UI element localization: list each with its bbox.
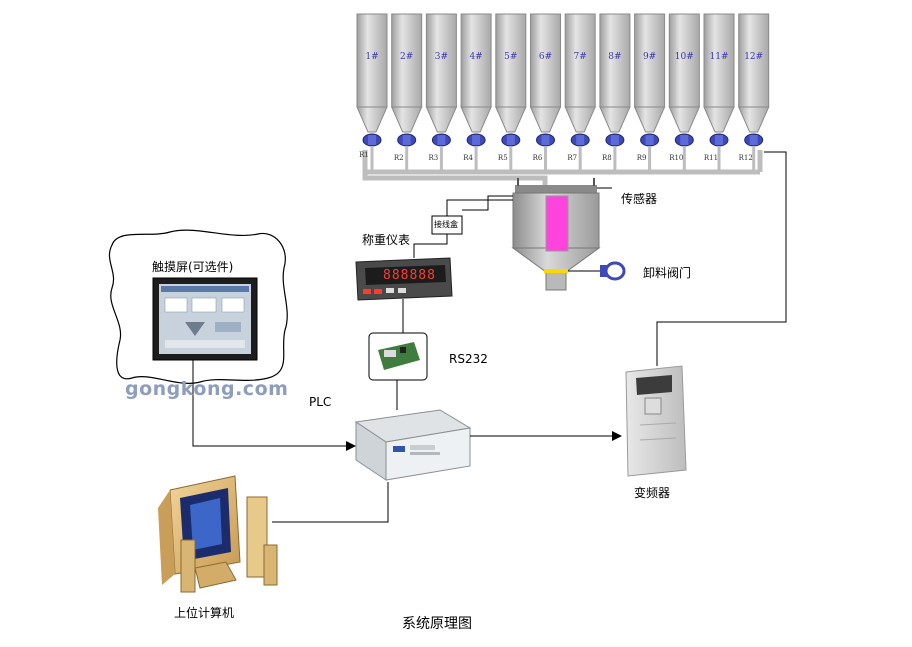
silo-12 [737, 13, 770, 147]
silo-label: 1# [365, 52, 379, 62]
inverter-label: 变频器 [634, 486, 671, 500]
silo-10 [668, 13, 701, 147]
sensor-label: 传感器 [621, 192, 658, 206]
silo-2 [390, 13, 423, 147]
touchscreen-device [152, 277, 258, 361]
inverter-cable [656, 151, 787, 366]
silo-8 [599, 13, 631, 147]
touchscreen-label: 触摸屏(可选件) [152, 260, 234, 274]
valve-label: R2 [393, 154, 404, 162]
diagram-caption: 系统原理图 [402, 616, 472, 632]
silo-label: 7# [573, 52, 587, 62]
host-computer [158, 475, 278, 593]
valve-label: R7 [567, 154, 578, 162]
valve-label: R4 [463, 154, 473, 162]
silo-label: 2# [400, 52, 414, 62]
silo-4 [460, 13, 492, 147]
silo-5 [495, 13, 527, 147]
discharge-valve [568, 261, 626, 281]
silo-label: 11# [709, 52, 729, 62]
silo-label: 12# [744, 52, 764, 62]
silo-11 [703, 13, 735, 147]
hopper-fill-indicator [545, 195, 569, 252]
plc-to-inverter-arrow [470, 431, 622, 441]
silo-3 [425, 13, 458, 147]
collection-pipe [362, 150, 763, 188]
silo-7 [564, 13, 596, 147]
plc-unit [354, 409, 472, 481]
silo-label: 5# [504, 52, 518, 62]
watermark: gongkong.com [125, 378, 289, 400]
silo-group [356, 13, 770, 147]
valve-label: R12 [738, 154, 753, 162]
valve-label: R3 [428, 154, 439, 162]
valve-label: R6 [532, 154, 543, 162]
valve-label: R9 [636, 154, 647, 162]
silo-9 [633, 13, 666, 147]
weighing-hopper [511, 178, 601, 291]
instrument-display: 888888 [383, 268, 436, 283]
silo-6 [529, 13, 562, 147]
silo-label: 4# [469, 52, 483, 62]
silo-label: 9# [642, 52, 657, 62]
inverter [625, 365, 687, 477]
silo-1 [356, 13, 388, 147]
rs232-wiring [396, 299, 404, 410]
valve-label: R11 [703, 154, 719, 162]
silo-label: 6# [538, 52, 553, 62]
valve-label: R1 [359, 151, 369, 159]
weighing-instrument [355, 257, 453, 301]
valve-label: R8 [602, 154, 612, 162]
silo-label: 8# [608, 52, 622, 62]
junction-box-label: 接线盒 [434, 220, 458, 229]
silo-label: 10# [674, 52, 694, 62]
sensor-wiring [413, 195, 513, 258]
host-computer-label: 上位计算机 [174, 606, 235, 620]
valve-label: R5 [497, 154, 508, 162]
discharge-valve-label: 卸料阀门 [643, 266, 692, 280]
silo-label: 3# [434, 52, 449, 62]
valve-label: R10 [669, 154, 684, 162]
weighing-instrument-label: 称重仪表 [362, 233, 411, 247]
rs232-module [368, 332, 428, 381]
rs232-label: RS232 [449, 352, 488, 366]
plc-label: PLC [309, 395, 332, 409]
